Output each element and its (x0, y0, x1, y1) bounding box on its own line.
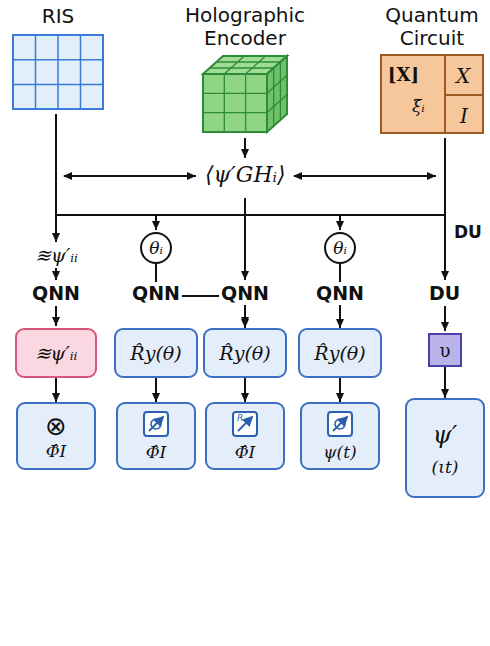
output-label: Φ̂I (146, 442, 167, 462)
box-label: R̂y(θ) (130, 342, 181, 364)
encoder-cube: Holographic Encoder (178, 4, 312, 138)
stage-label: QNN (130, 282, 182, 305)
box-label: R̂y(θ) (219, 342, 270, 364)
math-label: ⟨ψ′GHᵢ⟩ (203, 162, 288, 188)
output-label: Φ̂I (235, 442, 256, 462)
circuit-divider (444, 94, 482, 96)
connector-arrow (444, 367, 446, 398)
theta-label: θᵢ (333, 238, 347, 258)
math-label: ≋ψ′ᵢᵢ (33, 244, 80, 267)
output-box: Φ̂I (116, 402, 196, 470)
stage-label: DU (452, 222, 484, 243)
panel-heading: Quantum Circuit (378, 4, 486, 50)
rotation-box: R̂y(θ) (298, 328, 382, 378)
state-icon (142, 410, 170, 438)
icon-graphic (326, 410, 354, 438)
state-box: ≋ψ′ᵢᵢ (15, 328, 97, 378)
parameter-circle: θᵢ (324, 232, 356, 264)
ris-grid-wrap (12, 28, 104, 114)
stage-label: QNN (219, 282, 271, 305)
output-label: Φ̂I (46, 441, 67, 461)
gate-index: ξ̃ᵢ (412, 96, 425, 116)
connector-arrow (155, 378, 157, 402)
connector-arrow (339, 378, 341, 402)
output-box: ⊗Φ̂I (16, 402, 96, 470)
cube-graphic (199, 52, 291, 134)
output-label: ψ′ (433, 419, 457, 451)
quantum-circuit-box: Quantum Circuit ⌊X⌋ ξ̃ᵢ XI (378, 4, 486, 138)
box-label: ≋ψ′ᵢᵢ (35, 342, 78, 364)
gate-symbol: ⌊X⌋ (388, 64, 419, 85)
unitary-label: υ (440, 340, 451, 361)
circuit-body: ⌊X⌋ ξ̃ᵢ XI (380, 54, 484, 134)
state-icon (326, 410, 354, 438)
output-box: ψ(t) (300, 402, 380, 470)
panel-heading: Holographic Encoder (178, 4, 312, 50)
icon-letter: R (237, 413, 243, 423)
bus-wires (56, 114, 445, 331)
panel-heading: RIS (42, 4, 75, 28)
ris-grid (12, 34, 104, 110)
connector-arrow (244, 378, 246, 402)
stage-label: QNN (30, 282, 82, 305)
output-label: (ιt) (432, 457, 459, 477)
output-label: ψ(t) (323, 442, 356, 462)
gate-i: I (460, 104, 468, 128)
connector-arrow (55, 378, 57, 402)
stage-label: QNN (314, 282, 366, 305)
cube-wrap (199, 50, 291, 138)
stage-label: DU (427, 282, 462, 305)
icon-graphic (231, 410, 259, 438)
gate-x: X (456, 64, 470, 88)
output-box: ψ′ (ιt) (405, 398, 485, 498)
unitary-box: υ (428, 333, 462, 367)
state-icon: R (231, 410, 259, 438)
output-box: R Φ̂I (205, 402, 285, 470)
box-label: R̂y(θ) (314, 342, 365, 364)
rotation-box: R̂y(θ) (114, 328, 198, 378)
parameter-circle: θᵢ (140, 232, 172, 264)
theta-label: θᵢ (149, 238, 163, 258)
ris-panel: RIS (10, 4, 106, 114)
icon-graphic (142, 410, 170, 438)
rotation-box: R̂y(θ) (203, 328, 287, 378)
tensor-symbol: ⊗ (45, 411, 67, 441)
